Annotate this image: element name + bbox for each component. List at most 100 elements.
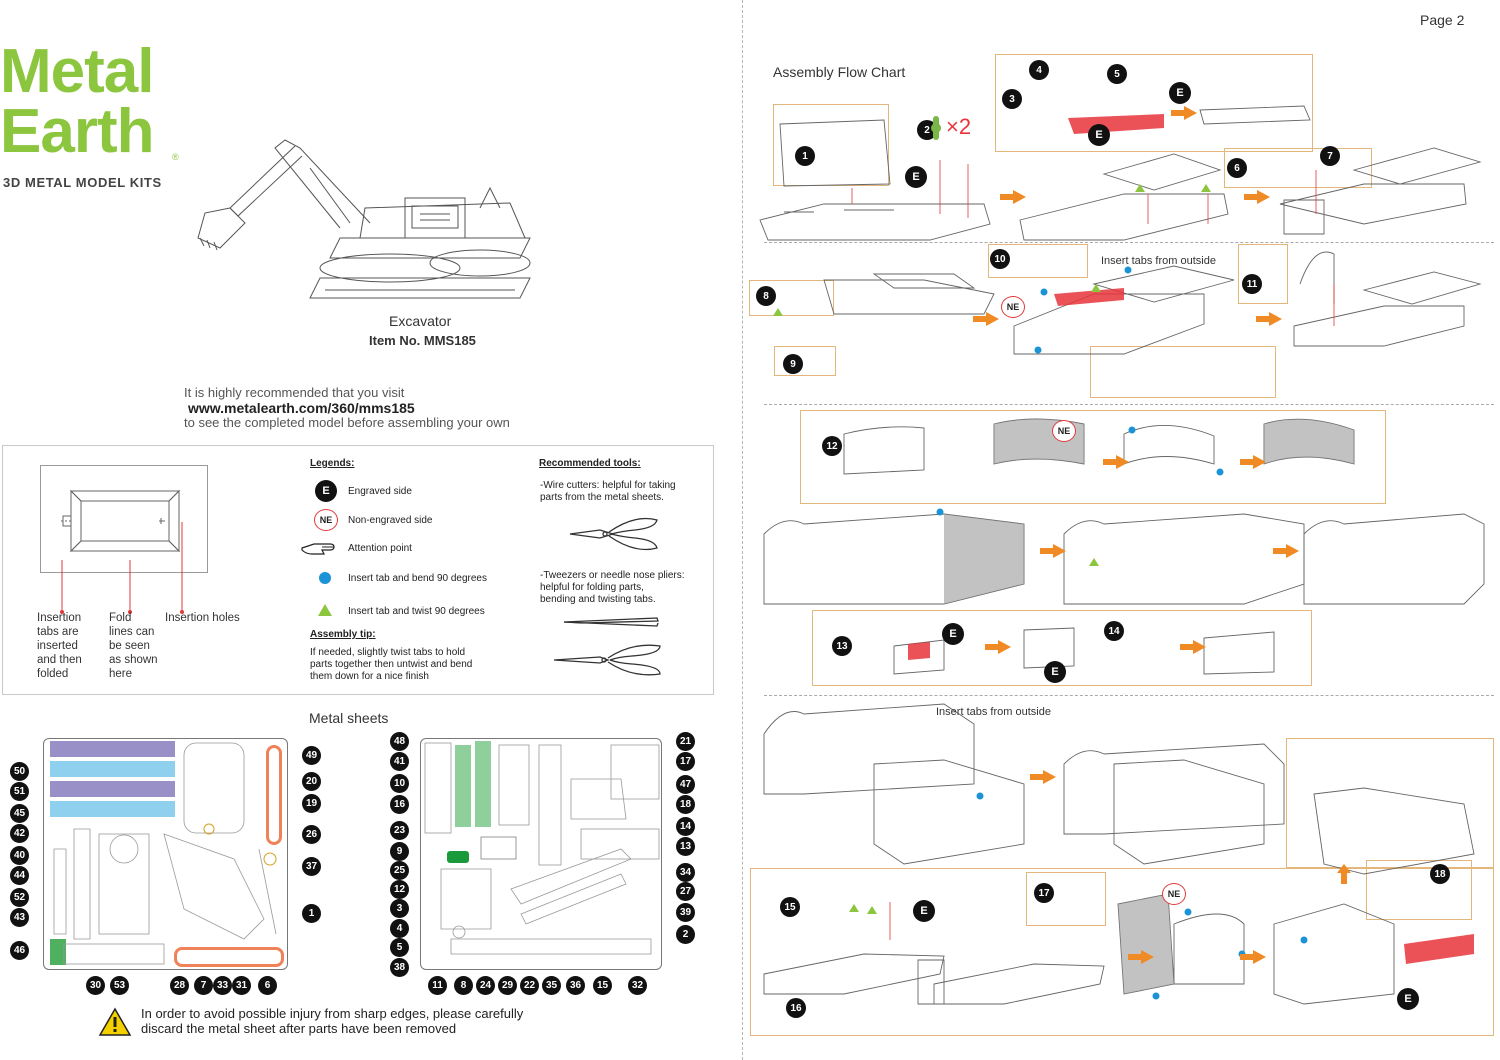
assembly-drawings — [759, 105, 1485, 1005]
demo-part-diagram — [40, 465, 208, 573]
step-frame-9 — [774, 346, 836, 376]
blue-dot-icon — [319, 572, 331, 584]
step-number-badge: 3 — [1002, 89, 1022, 109]
part-number-badge: 43 — [10, 908, 29, 927]
flow-arrow-icon — [1180, 640, 1206, 654]
metal-sheet-1 — [43, 738, 288, 970]
step-number-badge: 14 — [1104, 621, 1124, 641]
engraved-marker: E — [942, 623, 964, 645]
step-number-badge: 7 — [1320, 146, 1340, 166]
part-number-badge: 40 — [10, 846, 29, 865]
step-frame-18 — [1366, 860, 1472, 920]
part-number-badge: 18 — [676, 795, 695, 814]
part-number-badge: 36 — [566, 976, 585, 995]
step-number-badge: 10 — [990, 249, 1010, 269]
flow-arrow-icon — [1244, 190, 1270, 204]
flow-arrow-icon — [1128, 950, 1154, 964]
part-number-badge: 3 — [390, 899, 409, 918]
page-divider — [742, 0, 743, 1060]
step-number-badge: 17 — [1034, 883, 1054, 903]
part-number-badge: 9 — [390, 842, 409, 861]
green-tab-part-icon — [931, 116, 941, 140]
visit-recommendation-end: to see the completed model before assemb… — [184, 415, 510, 430]
brand-tagline: 3D METAL MODEL KITS — [3, 175, 162, 190]
step-number-badge: 15 — [780, 897, 800, 917]
flow-arrow-icon — [1103, 455, 1129, 469]
step-number-badge: 8 — [756, 286, 776, 306]
legend-twist-90: Insert tab and twist 90 degrees — [348, 606, 485, 617]
step-number-badge: 9 — [783, 354, 803, 374]
non-engraved-marker: NE — [1162, 883, 1186, 905]
item-number: Item No. MMS185 — [369, 333, 476, 348]
registered-mark: ® — [172, 152, 179, 162]
tool-tweezers: -Tweezers or needle nose pliers: helpful… — [540, 570, 685, 605]
part-number-badge: 45 — [10, 804, 29, 823]
step-number-badge: 11 — [1242, 274, 1262, 294]
assembly-tip-heading: Assembly tip: — [310, 629, 376, 640]
flow-arrow-icon — [1000, 190, 1026, 204]
part-number-badge: 13 — [676, 837, 695, 856]
flow-arrow-icon — [1256, 312, 1282, 326]
row-separator-3 — [764, 695, 1494, 696]
step-frame-8 — [749, 280, 834, 316]
part-number-badge: 51 — [10, 782, 29, 801]
part-number-badge: 14 — [676, 817, 695, 836]
tweezers-icon — [563, 617, 659, 627]
part-number-badge: 4 — [390, 919, 409, 938]
metal-sheet-2 — [420, 738, 662, 970]
demo-leader-lines — [60, 522, 184, 614]
visit-url-link[interactable]: www.metalearth.com/360/mms185 — [188, 400, 415, 416]
step-frame-12 — [800, 410, 1386, 504]
flow-arrow-icon — [1273, 544, 1299, 558]
step-frame-13-14 — [812, 610, 1312, 686]
wire-cutters-icon — [569, 517, 658, 551]
engraved-badge: E — [315, 480, 337, 502]
part-number-badge: 22 — [520, 976, 539, 995]
step-frame-final — [1286, 738, 1494, 868]
green-triangle-icon — [318, 604, 332, 616]
part-number-badge: 11 — [428, 976, 447, 995]
part-number-badge: 5 — [390, 938, 409, 957]
metal-sheets-title: Metal sheets — [309, 710, 389, 726]
part-number-badge: 30 — [86, 976, 105, 995]
step-number-badge: 13 — [832, 636, 852, 656]
part-number-badge: 29 — [498, 976, 517, 995]
tools-heading: Recommended tools: — [539, 458, 641, 469]
visit-recommendation: It is highly recommended that you visit — [184, 385, 405, 400]
step-number-badge: 12 — [822, 436, 842, 456]
part-number-badge: 20 — [302, 772, 321, 791]
step-number-badge: 6 — [1227, 158, 1247, 178]
part-number-badge: 23 — [390, 821, 409, 840]
part-number-badge: 1 — [302, 904, 321, 923]
part-number-badge: 2 — [676, 925, 695, 944]
part-number-badge: 44 — [10, 866, 29, 885]
part-number-badge: 53 — [110, 976, 129, 995]
legend-panel — [2, 445, 714, 695]
legend-bend-90: Insert tab and bend 90 degrees — [348, 573, 487, 584]
part-number-badge: 48 — [390, 732, 409, 751]
flow-arrow-icon — [1240, 455, 1266, 469]
part-number-badge: 17 — [676, 752, 695, 771]
flow-chart-title: Assembly Flow Chart — [773, 64, 906, 80]
non-engraved-badge: NE — [314, 509, 338, 531]
part-number-badge: 35 — [542, 976, 561, 995]
engraved-marker: E — [913, 900, 935, 922]
excavator-illustration — [197, 139, 531, 299]
flow-arrow-icon — [1040, 544, 1066, 558]
part-number-badge: 33 — [213, 976, 232, 995]
step-number-badge: 4 — [1029, 60, 1049, 80]
part-number-badge: 6 — [258, 976, 277, 995]
non-engraved-marker: NE — [1052, 420, 1076, 442]
part-number-badge: 8 — [454, 976, 473, 995]
part-number-badge: 42 — [10, 824, 29, 843]
row-separator-2 — [764, 404, 1494, 405]
part-number-badge: 32 — [628, 976, 647, 995]
step-frame-15-17 — [750, 868, 1494, 1036]
label-fold-lines: Fold lines can be seen as shown here — [109, 612, 158, 680]
part-number-badge: 50 — [10, 762, 29, 781]
flow-arrow-icon — [973, 312, 999, 326]
label-insertion-holes: Insertion holes — [165, 612, 240, 624]
engraved-marker: E — [1088, 124, 1110, 146]
needle-nose-pliers-icon — [553, 644, 661, 676]
part-number-badge: 7 — [194, 976, 213, 995]
